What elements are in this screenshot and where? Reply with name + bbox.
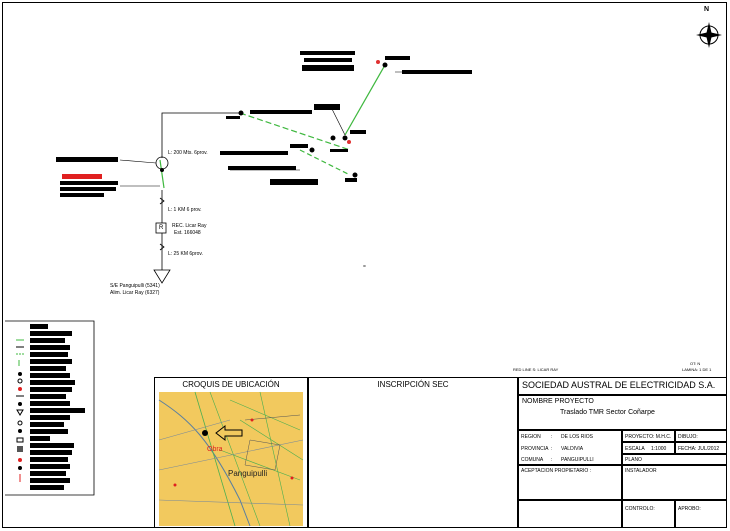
feeder-line xyxy=(159,112,240,270)
comuna-label: COMUNA xyxy=(521,457,544,463)
lamina-label: LAMINA: 1 DE 1 xyxy=(682,367,712,372)
legend-frame xyxy=(5,320,95,496)
aceptacion-label: ACEPTACION PROPIETARIO : xyxy=(521,468,592,474)
provincia-sep: : xyxy=(551,446,553,452)
substation-label-1: S/E Panguipulli (5341) xyxy=(110,283,160,289)
aprobo-cell xyxy=(675,500,727,528)
ot-label: OT: N xyxy=(690,361,701,366)
proyecto-label: PROYECTO: M.H.C. xyxy=(625,434,672,440)
inscripcion-title: INSCRIPCIÓN SEC xyxy=(377,380,449,389)
escala-cell xyxy=(622,442,675,454)
region-sep: : xyxy=(551,434,553,440)
plano-cell xyxy=(622,454,727,465)
map-city-label: Panguipulli xyxy=(228,469,268,478)
recloser-box xyxy=(155,222,167,234)
escala-value: 1:1000 xyxy=(651,446,667,452)
location-cell xyxy=(518,430,622,465)
company-row xyxy=(518,377,727,395)
blank-cell xyxy=(518,500,622,528)
proyecto-cell xyxy=(622,430,675,442)
new-pole-red-icon xyxy=(376,60,380,64)
removed-pole-red-icon xyxy=(347,140,351,144)
inscripcion-section xyxy=(308,377,518,528)
company-name: SOCIEDAD AUSTRAL DE ELECTRICIDAD S.A. xyxy=(522,380,716,390)
instalador-label: INSTALADOR xyxy=(625,468,657,474)
recloser-label-2: Est. 166048 xyxy=(174,230,201,236)
north-arrow-icon xyxy=(696,22,722,48)
instalador-cell xyxy=(622,465,727,500)
span-bottom-label: L: 25 KM 6prov. xyxy=(168,251,203,257)
provincia-value: VALDIVIA xyxy=(561,446,584,452)
recloser-label-1: REC. Licar Ray xyxy=(172,223,207,229)
north-label: N xyxy=(704,6,710,13)
pole-markers xyxy=(160,62,388,178)
svg-text:=: = xyxy=(363,264,366,270)
comuna-sep: : xyxy=(551,457,553,463)
controlo-cell xyxy=(622,500,675,528)
dibujo-label: DIBUJO: xyxy=(678,434,698,440)
red-line-label: RED LINE S: LICAR RAY xyxy=(513,367,559,372)
region-value: DE LOS RIOS xyxy=(561,434,593,440)
diagram-redacted-labels xyxy=(56,51,472,197)
span-mid-label: L: 1 KM 6 prov. xyxy=(168,207,202,213)
project-name: Traslado TMR Sector Coñarpe xyxy=(560,409,655,416)
provincia-label: PROVINCIA xyxy=(521,446,549,452)
escala-label: ESCALA xyxy=(625,446,645,452)
transformer-symbol-icon xyxy=(155,156,169,170)
controlo-label: CONTROLO: xyxy=(625,506,655,512)
substation-label-2: Alim. Licar Ray (6327) xyxy=(110,290,160,296)
substation-symbol-icon xyxy=(153,269,171,284)
map-obra-label: Obra xyxy=(207,446,223,453)
green-network-lines xyxy=(159,64,386,189)
comuna-value: PANGUIPULLI xyxy=(561,457,594,463)
croquis-title: CROQUIS DE UBICACIÓN xyxy=(182,380,280,389)
croquis-section xyxy=(154,377,308,528)
span-top-label: L: 200 Mts. 6prov. xyxy=(168,150,208,156)
region-label: REGION xyxy=(521,434,541,440)
aceptacion-cell xyxy=(518,465,622,500)
fecha-label: FECHA: JUL/2012 xyxy=(678,446,720,452)
plano-label: PLANO xyxy=(625,457,642,463)
dibujo-cell xyxy=(675,430,727,442)
aprobo-label: APROBO: xyxy=(678,506,701,512)
location-map xyxy=(158,391,304,527)
project-name-label: NOMBRE PROYECTO xyxy=(522,398,594,405)
project-row xyxy=(518,395,727,430)
fecha-cell xyxy=(675,442,727,454)
legend-symbols xyxy=(16,339,24,482)
recloser-code: R xyxy=(159,225,164,231)
